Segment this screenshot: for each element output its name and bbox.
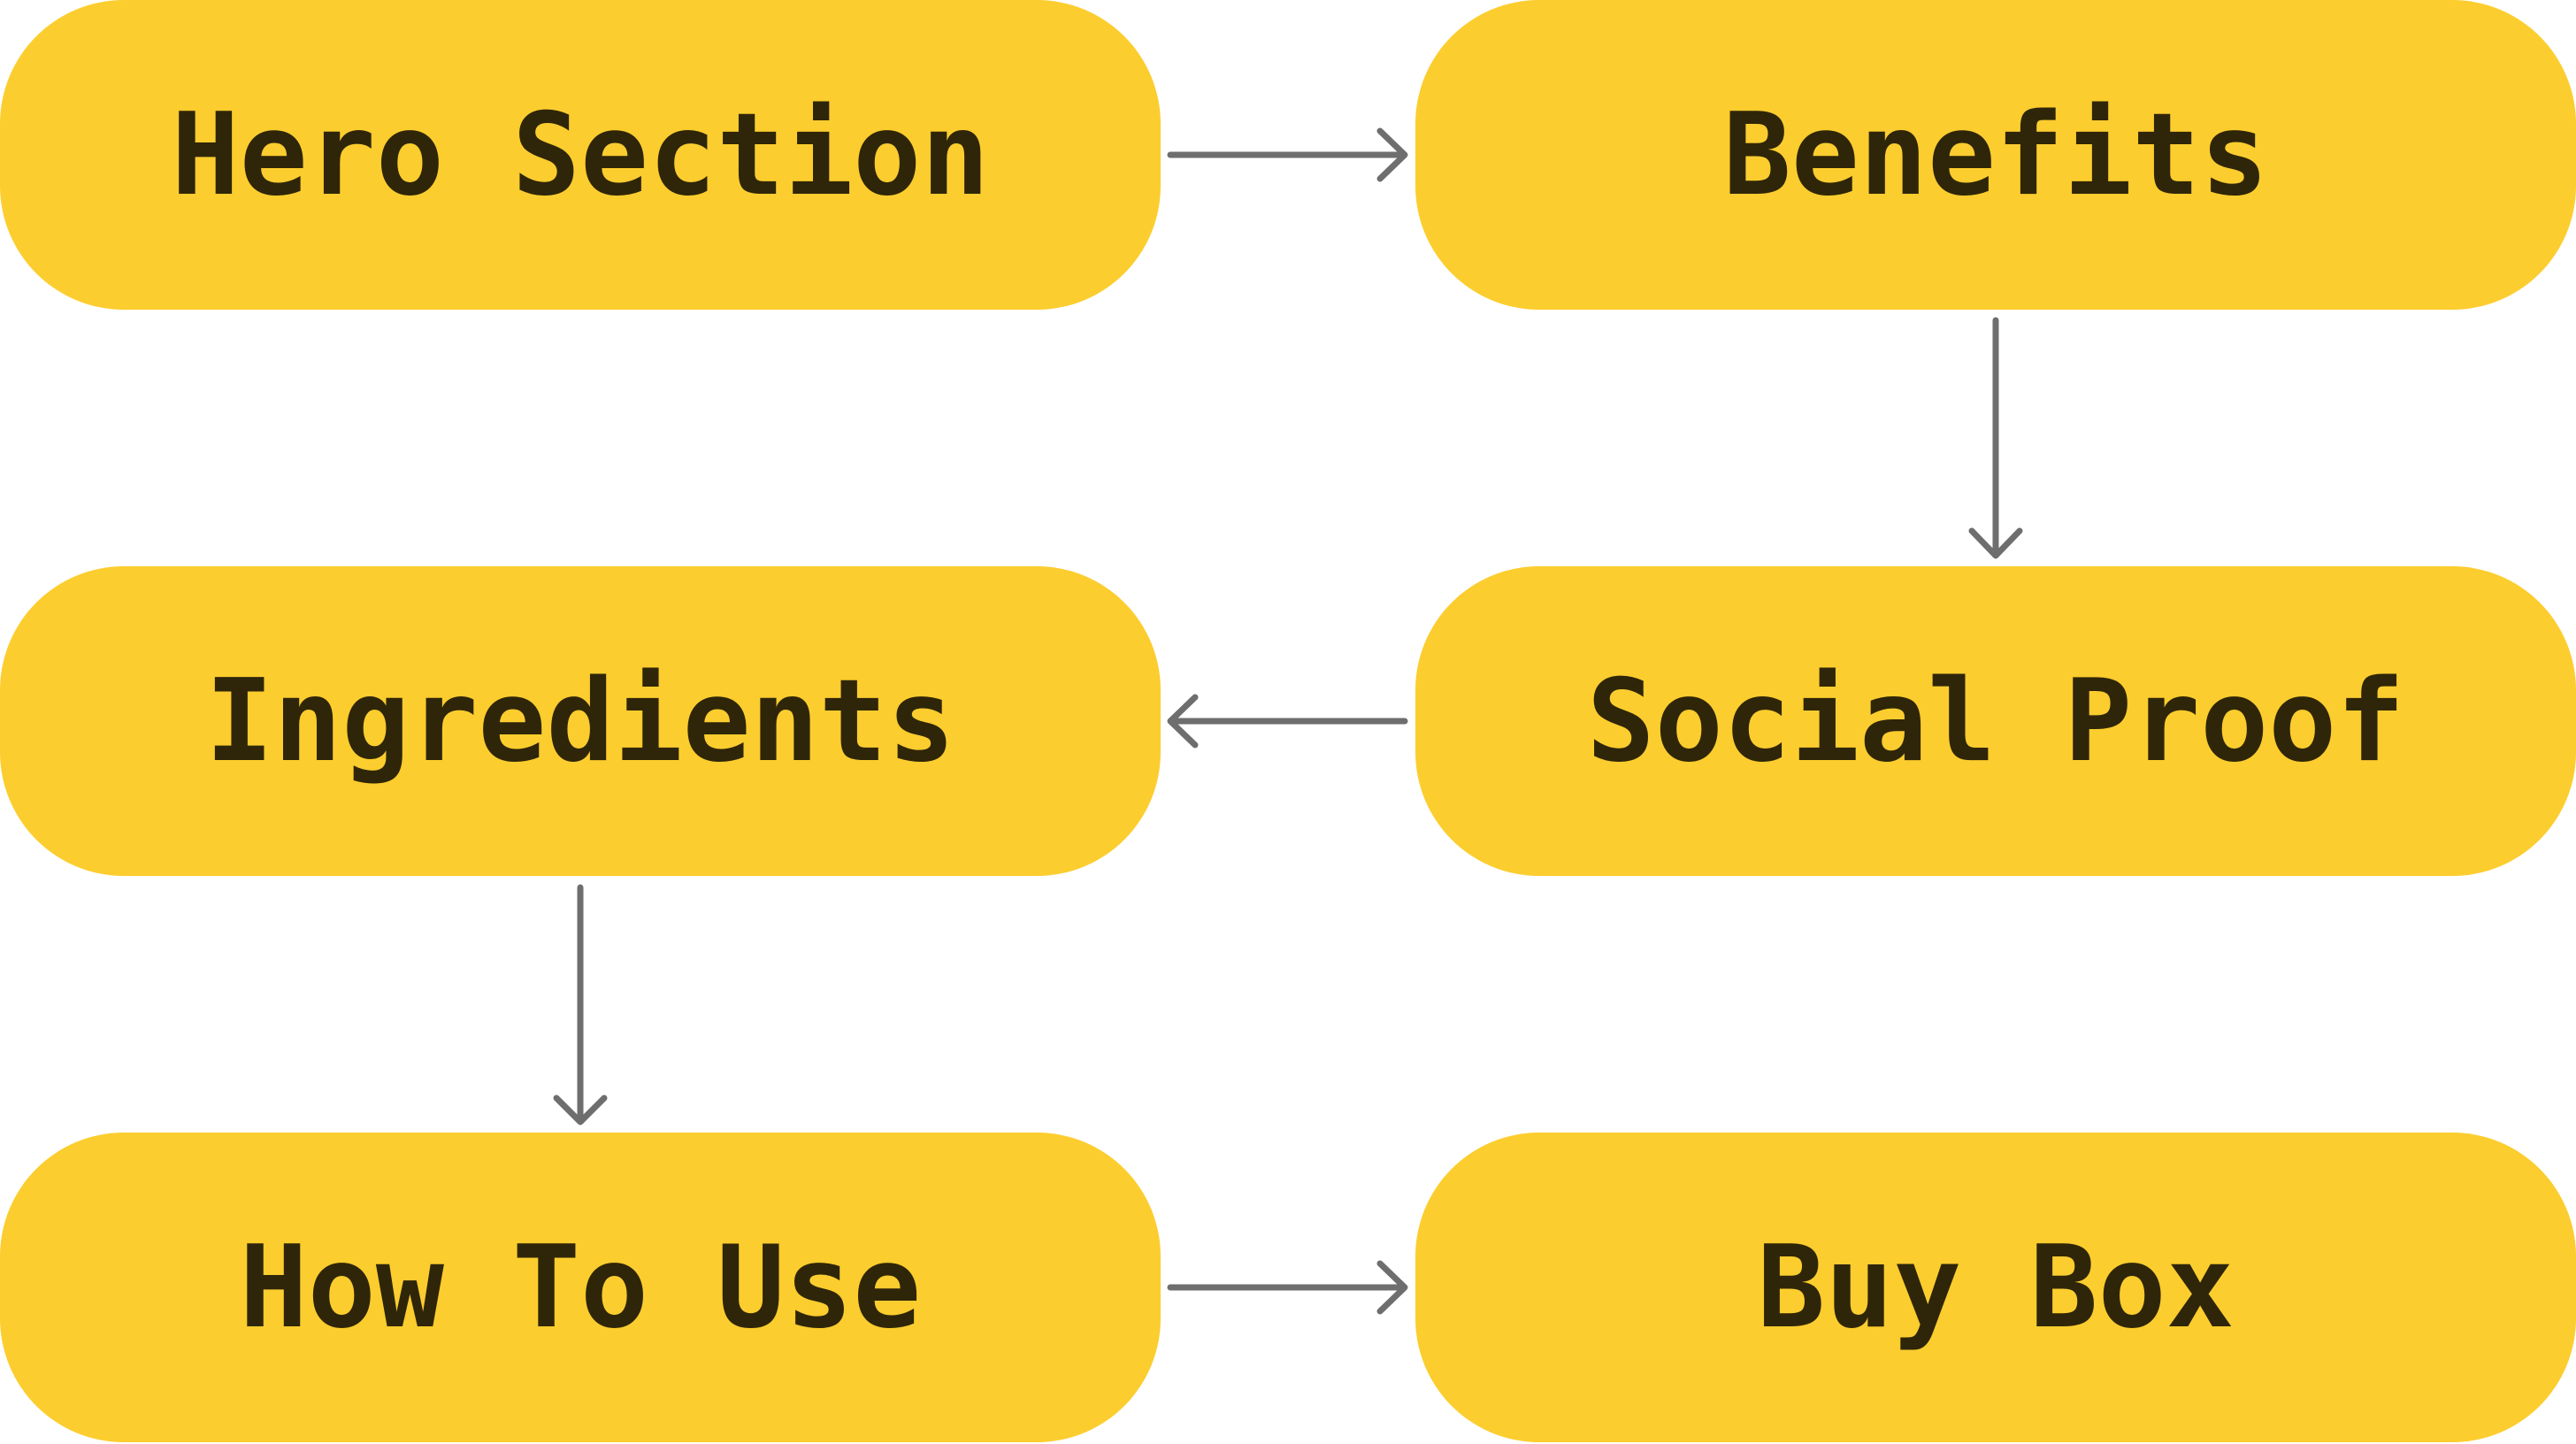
node-ingredients[interactable]: Ingredients — [0, 566, 1161, 876]
node-label: Hero Section — [171, 88, 990, 221]
node-label: Buy Box — [1757, 1221, 2235, 1354]
node-label: Social Proof — [1586, 655, 2405, 787]
node-benefits[interactable]: Benefits — [1415, 0, 2576, 310]
node-buy-box[interactable]: Buy Box — [1415, 1133, 2576, 1442]
node-social-proof[interactable]: Social Proof — [1415, 566, 2576, 876]
edge-how-to-use-to-buy-box — [1167, 1260, 1408, 1315]
edge-ingredients-to-how-to-use — [553, 884, 608, 1125]
edge-benefits-to-social-proof — [1968, 317, 2023, 559]
node-label: Benefits — [1722, 88, 2269, 221]
node-label: Ingredients — [205, 655, 955, 787]
node-how-to-use[interactable]: How To Use — [0, 1133, 1161, 1442]
node-hero-section[interactable]: Hero Section — [0, 0, 1161, 310]
edge-hero-to-benefits — [1167, 127, 1408, 182]
node-label: How To Use — [239, 1221, 922, 1354]
edge-social-proof-to-ingredients — [1167, 694, 1408, 749]
